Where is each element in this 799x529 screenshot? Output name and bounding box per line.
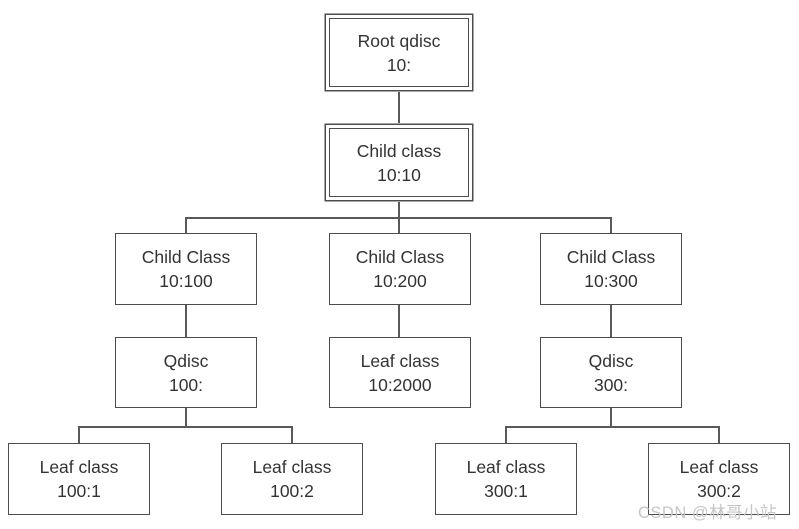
node-child-class-10-300: Child Class 10:300 — [540, 233, 682, 305]
node-label: Child Class — [566, 247, 656, 267]
node-label: Leaf class — [679, 457, 759, 477]
node-qdisc-100: Qdisc 100: — [115, 337, 257, 408]
node-label: Child Class — [141, 247, 231, 267]
node-handle: 300:1 — [484, 481, 528, 501]
node-child-class-10-10: Child class 10:10 — [329, 128, 469, 197]
edge-left-leaf-bus — [78, 426, 293, 428]
node-leaf-class-300-2: Leaf class 300:2 — [648, 443, 790, 515]
node-leaf-class-10-2000: Leaf class 10:2000 — [329, 337, 471, 408]
node-handle: 10:300 — [584, 271, 638, 291]
edge-10-200-to-10-2000 — [398, 305, 400, 338]
node-handle: 300:2 — [697, 481, 741, 501]
edge-bus-to-300-2 — [718, 426, 720, 444]
node-child-class-10-200: Child Class 10:200 — [329, 233, 471, 305]
edge-bus-to-100-2 — [291, 426, 293, 444]
edge-10-100-to-qdisc100 — [185, 305, 187, 338]
node-handle: 10:200 — [373, 271, 427, 291]
node-label: Leaf class — [466, 457, 546, 477]
node-root-qdisc-10: Root qdisc 10: — [329, 18, 469, 87]
node-label: Qdisc — [588, 350, 634, 371]
edge-qdisc300-drop — [610, 408, 612, 427]
edge-10-300-to-qdisc300 — [610, 305, 612, 338]
node-label: Qdisc — [163, 350, 209, 371]
edge-level3-bus — [185, 217, 612, 219]
node-handle: 10: — [386, 54, 412, 75]
node-leaf-class-100-2: Leaf class 100:2 — [221, 443, 363, 515]
edge-bus-to-100-1 — [78, 426, 80, 444]
edge-root-to-10-10 — [398, 92, 400, 123]
node-label: Leaf class — [360, 350, 440, 371]
node-label: Child Class — [355, 247, 445, 267]
node-child-class-10-100: Child Class 10:100 — [115, 233, 257, 305]
edge-qdisc100-drop — [185, 408, 187, 427]
node-handle: 100: — [168, 374, 204, 395]
edge-bus-to-300-1 — [505, 426, 507, 444]
node-label: Root qdisc — [357, 30, 441, 51]
node-handle: 10:10 — [377, 164, 421, 185]
node-handle: 100:2 — [270, 481, 314, 501]
node-leaf-class-300-1: Leaf class 300:1 — [435, 443, 577, 515]
node-label: Leaf class — [39, 457, 119, 477]
node-handle: 300: — [593, 374, 629, 395]
node-leaf-class-100-1: Leaf class 100:1 — [8, 443, 150, 515]
node-handle: 10:100 — [159, 271, 213, 291]
node-label: Leaf class — [252, 457, 332, 477]
edge-bus-to-10-100 — [185, 217, 187, 234]
edge-right-leaf-bus — [505, 426, 720, 428]
edge-bus-to-10-300 — [610, 217, 612, 234]
csdn-watermark: CSDN @林哥小站 — [638, 504, 778, 522]
node-handle: 10:2000 — [368, 374, 432, 395]
node-handle: 100:1 — [57, 481, 101, 501]
node-qdisc-300: Qdisc 300: — [540, 337, 682, 408]
node-label: Child class — [356, 140, 442, 161]
